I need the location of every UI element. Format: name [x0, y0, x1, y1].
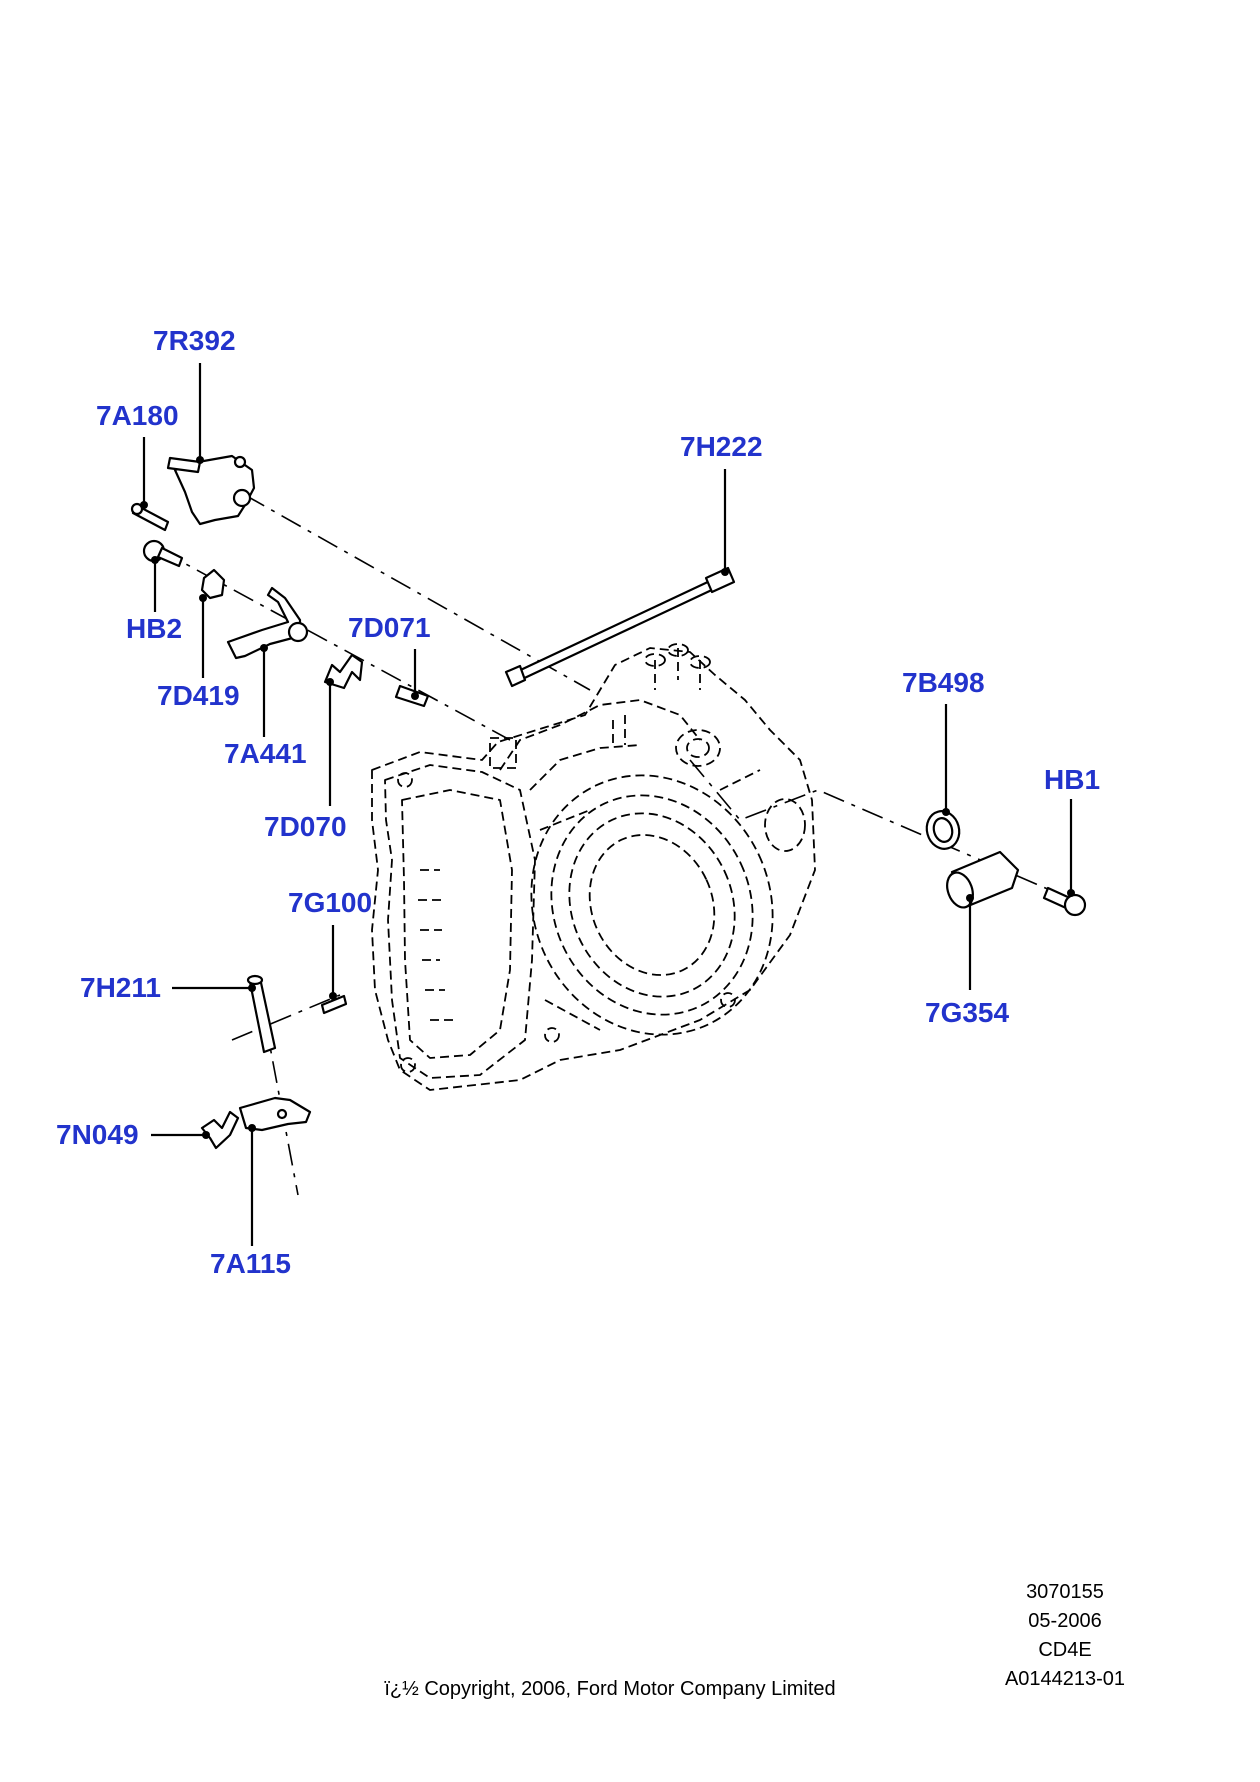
centerlines [159, 494, 1051, 1196]
part-HB1 [1042, 886, 1087, 917]
callout-HB2: HB2 [126, 613, 182, 644]
illustration-info: 3070155 05-2006 CD4E A0144213-01 [990, 1578, 1140, 1694]
part-7R392 [166, 454, 256, 526]
callout-7B498: 7B498 [902, 667, 985, 698]
reference-number: A0144213-01 [1004, 1668, 1126, 1690]
callout-7H222: 7H222 [680, 431, 763, 462]
callout-7G354: 7G354 [925, 997, 1009, 1028]
part-7H211 [246, 974, 277, 1054]
callout-7G100: 7G100 [288, 887, 372, 918]
callout-7R392: 7R392 [153, 325, 236, 356]
transmission-housing [371, 643, 816, 1091]
part-7A441 [226, 586, 309, 660]
part-7G100 [320, 994, 348, 1015]
part-7N049 [200, 1110, 240, 1150]
callout-HB1: HB1 [1044, 764, 1100, 795]
callout-labels: 7R392 7A180 HB2 7D419 7A441 7D071 7D070 … [56, 325, 1100, 1279]
part-7D070 [323, 653, 364, 690]
part-HB2 [142, 539, 184, 568]
part-7D419 [200, 568, 226, 600]
callout-7A115: 7A115 [210, 1248, 291, 1279]
model-code: CD4E [1038, 1639, 1092, 1661]
callout-7D071: 7D071 [348, 612, 431, 643]
leader-lines [140, 363, 1075, 1246]
illustration-date: 05-2006 [1028, 1610, 1102, 1632]
callout-7D070: 7D070 [264, 811, 347, 842]
part-7A180 [130, 502, 170, 532]
callout-7N049: 7N049 [56, 1119, 139, 1150]
copyright-notice: ï¿½ Copyright, 2006, Ford Motor Company … [384, 1678, 836, 1700]
part-7H222 [504, 566, 736, 688]
illustration-number: 3070155 [1026, 1581, 1104, 1603]
callout-7A441: 7A441 [224, 738, 307, 769]
callout-7H211: 7H211 [80, 972, 161, 1003]
part-7G354 [946, 850, 1020, 909]
part-7B498 [925, 810, 961, 850]
callout-7D419: 7D419 [157, 680, 240, 711]
callout-7A180: 7A180 [96, 400, 179, 431]
